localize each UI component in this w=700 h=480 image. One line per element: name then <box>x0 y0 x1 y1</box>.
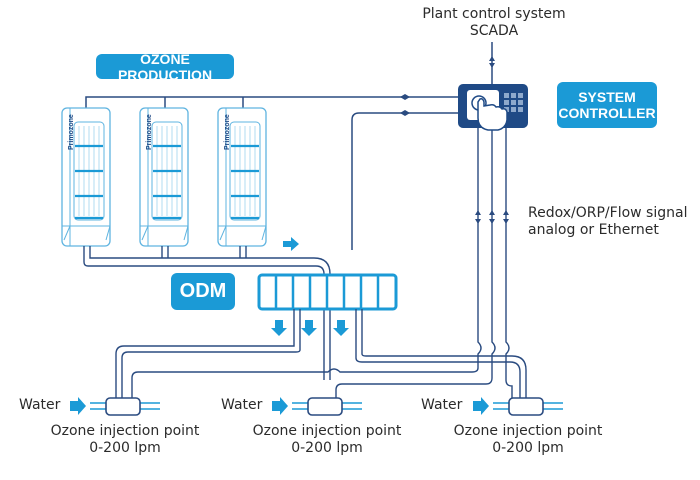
water-label-1: Water <box>19 397 61 413</box>
signal-label: Redox/ORP/Flow signal analog or Ethernet <box>528 205 687 239</box>
odm-manifold <box>257 273 398 311</box>
injection-point-2 <box>272 397 362 416</box>
plant-control-line2: SCADA <box>469 23 519 39</box>
injection-point-title: Ozone injection point <box>453 423 603 439</box>
injection-point-flow: 0-200 lpm <box>492 440 564 456</box>
generator-brand-3: Primozone <box>224 114 231 150</box>
injection-point-1 <box>70 397 160 416</box>
odm-badge: ODM <box>171 273 235 310</box>
system-controller-device <box>458 84 528 131</box>
injection-point-label-1: Ozone injection point 0-200 lpm <box>40 423 210 457</box>
injection-point-flow: 0-200 lpm <box>89 440 161 456</box>
plant-control-line1: Plant control system <box>422 6 566 22</box>
injection-point-title: Ozone injection point <box>50 423 200 439</box>
water-arrow-icon <box>473 397 489 415</box>
signal-lines <box>131 128 513 398</box>
bus-arrows <box>400 56 495 116</box>
system-controller-badge: SYSTEM CONTROLLER <box>557 82 657 128</box>
generator-brand-1: Primozone <box>68 114 75 150</box>
generator-output-pipes <box>83 246 331 380</box>
system-controller-line2: CONTROLLER <box>558 105 656 121</box>
injection-point-label-2: Ozone injection point 0-200 lpm <box>242 423 412 457</box>
flow-arrows <box>271 237 349 336</box>
plant-control-label: Plant control system SCADA <box>420 6 568 40</box>
signal-line2: analog or Ethernet <box>528 222 659 238</box>
water-label-3: Water <box>421 397 463 413</box>
injection-point-label-3: Ozone injection point 0-200 lpm <box>443 423 613 457</box>
hand-touch-icon <box>471 95 508 131</box>
signal-line1: Redox/ORP/Flow signal <box>528 205 688 221</box>
signal-arrows <box>475 210 509 224</box>
injection-point-title: Ozone injection point <box>252 423 402 439</box>
injection-point-flow: 0-200 lpm <box>291 440 363 456</box>
ozone-distribution-pipes <box>115 309 527 398</box>
flow-down-arrow-3 <box>333 320 349 336</box>
water-label-2: Water <box>221 397 263 413</box>
water-arrow-icon <box>272 397 288 415</box>
generator-brand-2: Primozone <box>146 114 153 150</box>
ozone-production-badge: OZONE PRODUCTION <box>96 51 234 83</box>
flow-down-arrow-1 <box>271 320 287 336</box>
water-arrow-icon <box>70 397 86 415</box>
flow-down-arrow-2 <box>301 320 317 336</box>
flow-right-arrow <box>283 237 299 251</box>
injection-point-3 <box>473 397 563 416</box>
system-controller-line1: SYSTEM <box>578 89 636 105</box>
